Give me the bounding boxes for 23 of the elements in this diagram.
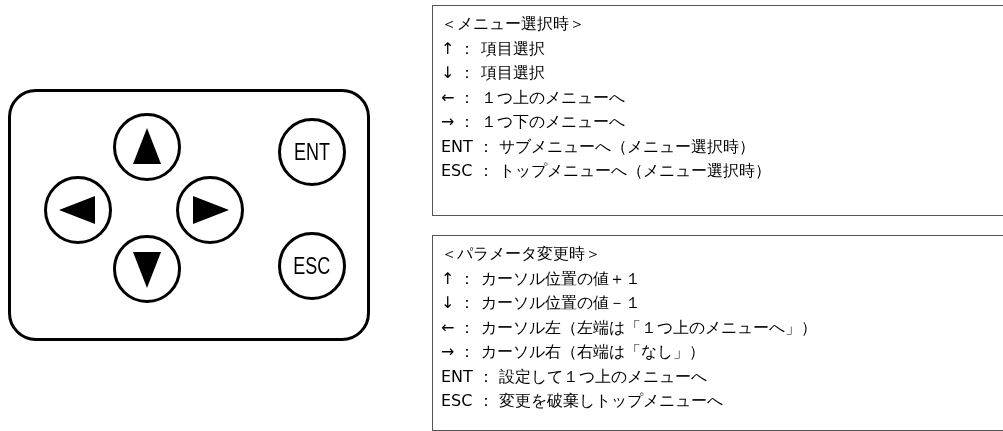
enter-button: ENT [278,118,346,186]
key-description: ESC ： 変更を破棄しトップメニューへ [441,390,724,412]
key-description: ↑ ： 項目選択 [441,37,546,60]
left-arrow-button [44,176,112,244]
key-description: ← ： カーソル左（左端は「１つ上のメニューへ」） [441,316,818,339]
section-heading: ＜パラメータ変更時＞ [441,243,602,265]
up-arrow-button [113,113,181,181]
right-arrow-button [176,176,244,244]
key-description: ENT ： 設定して１つ上のメニューへ [441,365,709,388]
section-heading: ＜メニュー選択時＞ [441,13,586,35]
key-description: ESC ： トップメニューへ（メニュー選択時） [441,160,772,182]
text-panel [432,5,1003,216]
key-description: → ： １つ下のメニューへ [441,111,626,133]
escape-button: ESC [278,232,346,300]
key-description: ENT ： サブメニューへ（メニュー選択時） [441,135,757,158]
text-panel [432,235,1003,431]
down-arrow-button [113,235,181,303]
key-description: ↓ ： 項目選択 [441,62,546,84]
key-description: → ： カーソル右（右端は「なし」） [441,341,706,363]
key-description: ↓ ： カーソル位置の値－１ [441,292,642,314]
keypad-panel [8,89,370,341]
key-description: ↑ ： カーソル位置の値＋１ [441,267,642,290]
key-description: ← ： １つ上のメニューへ [441,86,626,109]
